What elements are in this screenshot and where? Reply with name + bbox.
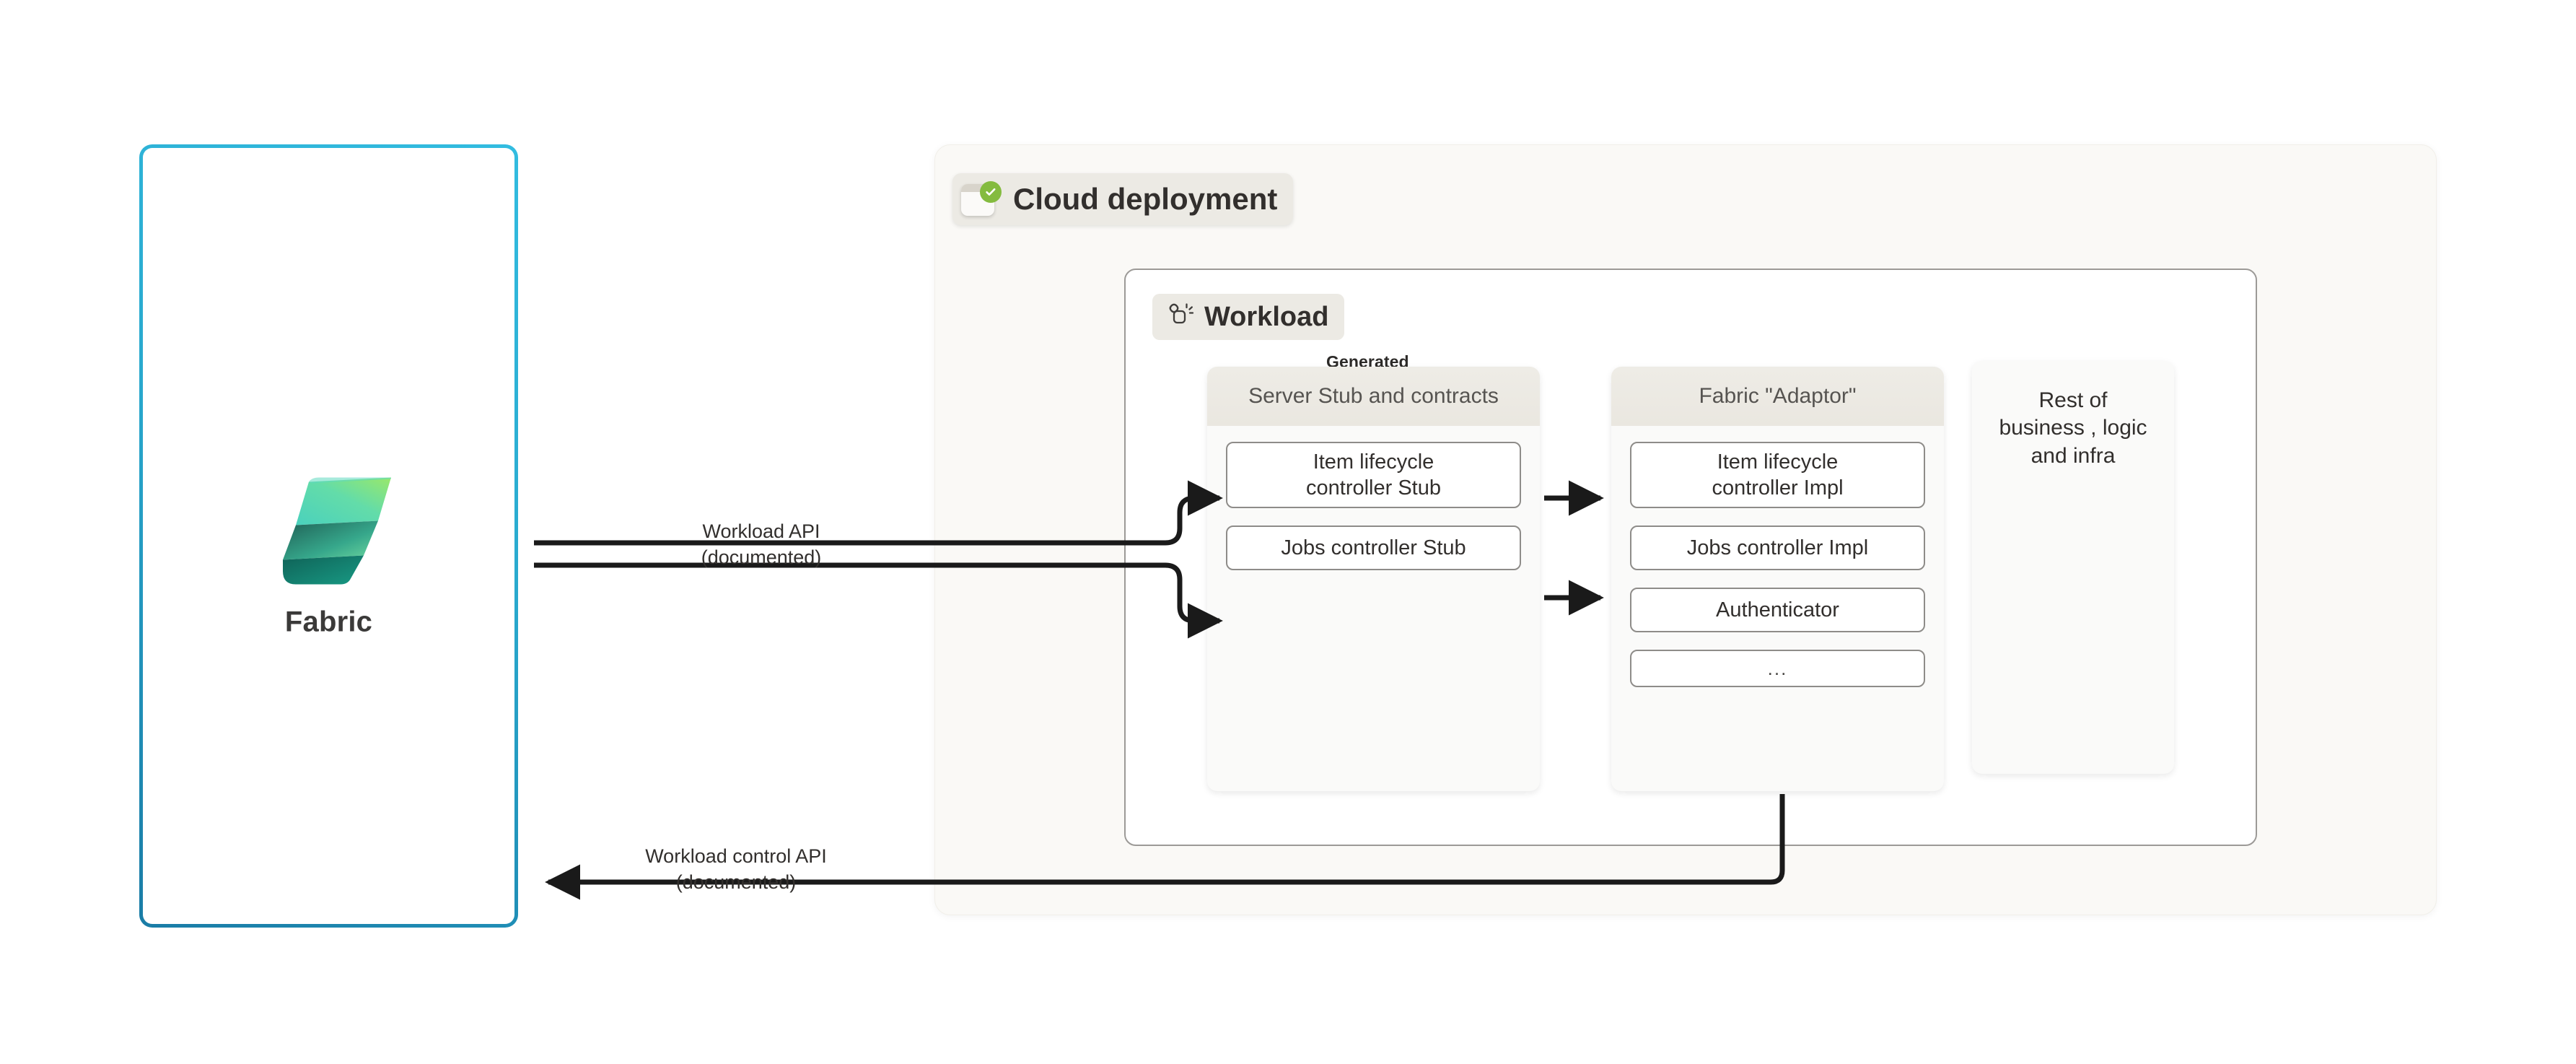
fabric-card-content: Fabric xyxy=(143,434,514,638)
workload-badge: Workload xyxy=(1152,294,1345,340)
label-workload-control-api: Workload control API (documented) xyxy=(645,845,827,894)
workload-label: Workload xyxy=(1204,301,1329,332)
fabric-label: Fabric xyxy=(284,606,373,637)
column-rest-of-business: Rest of business , logic and infra xyxy=(1972,361,2174,774)
node-item-lifecycle-controller-impl[interactable]: Item lifecycle controller Impl xyxy=(1630,442,1925,508)
cloud-deployment-badge: Cloud deployment xyxy=(952,173,1294,225)
fabric-logo-icon xyxy=(282,477,391,584)
window-with-green-check-icon xyxy=(961,181,1002,217)
node-jobs-controller-impl[interactable]: Jobs controller Impl xyxy=(1630,526,1925,570)
column-fabric-adaptor-body: Item lifecycle controller Impl Jobs cont… xyxy=(1611,426,1944,687)
node-more-ellipsis[interactable]: ... xyxy=(1630,650,1925,687)
workload-sparkle-icon xyxy=(1164,300,1194,334)
column-server-stub: Server Stub and contracts Item lifecycle… xyxy=(1207,367,1540,791)
fabric-card: Fabric xyxy=(139,144,518,928)
column-fabric-adaptor: Fabric "Adaptor" Item lifecycle controll… xyxy=(1611,367,1944,791)
node-item-lifecycle-controller-stub[interactable]: Item lifecycle controller Stub xyxy=(1226,442,1521,508)
column-fabric-adaptor-header: Fabric "Adaptor" xyxy=(1611,367,1944,426)
node-jobs-controller-stub[interactable]: Jobs controller Stub xyxy=(1226,526,1521,570)
column-server-stub-header: Server Stub and contracts xyxy=(1207,367,1540,426)
column-server-stub-body: Item lifecycle controller Stub Jobs cont… xyxy=(1207,426,1540,570)
cloud-deployment-label: Cloud deployment xyxy=(1013,182,1278,216)
label-workload-api: Workload API (documented) xyxy=(701,520,822,569)
column-rest-of-business-text: Rest of business , logic and infra xyxy=(1999,388,2147,468)
node-authenticator[interactable]: Authenticator xyxy=(1630,588,1925,632)
